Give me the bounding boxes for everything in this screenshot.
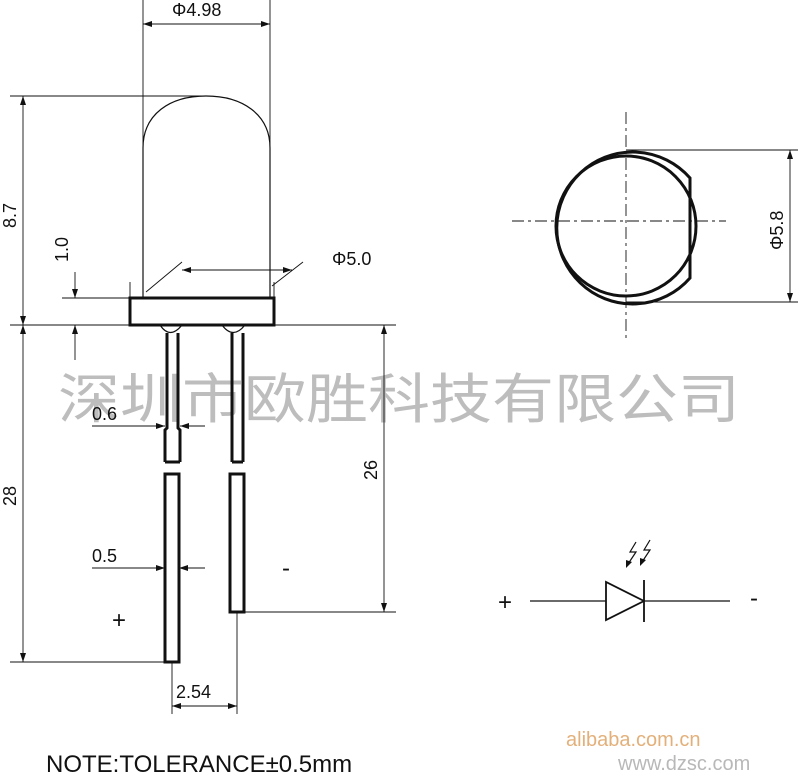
lens-diameter-label: Φ4.98: [172, 0, 221, 20]
emission-arrow-1: [627, 541, 638, 565]
dim-lead-length-short: 26: [244, 324, 396, 613]
dim-lead-width-top: 0.6: [92, 404, 205, 429]
schematic-plus-label: +: [498, 589, 512, 616]
right-lead-upper: [230, 333, 245, 464]
dim-lead-length-long: 28: [0, 325, 165, 663]
lead-width-bottom-label: 0.5: [92, 546, 117, 566]
led-top-view: Φ5.8: [512, 112, 798, 340]
flange-diameter-label: Φ5.0: [332, 249, 371, 269]
diode-triangle: [605, 580, 647, 622]
lead-entry-left: [159, 324, 183, 334]
led-lens-outline: [142, 95, 271, 298]
lead-entry-right: [221, 324, 246, 334]
tolerance-note: NOTE:TOLERANCE±0.5mm: [46, 751, 352, 778]
dim-total-height: 8.7: [0, 95, 206, 326]
lead-length-long-label: 28: [0, 486, 20, 506]
left-lead-lower: [163, 472, 181, 664]
lead-length-short-label: 26: [361, 460, 381, 480]
cathode-minus-label: -: [282, 555, 290, 582]
anode-plus-label: +: [112, 607, 126, 634]
total-height-label: 8.7: [0, 203, 20, 228]
dim-lens-diameter: Φ4.98: [142, 0, 271, 148]
emission-arrow-2: [641, 539, 652, 563]
schematic-minus-label: -: [750, 585, 758, 612]
dim-lead-spacing: 2.54: [171, 612, 238, 714]
left-lead-upper: [163, 333, 182, 464]
alibaba-watermark: alibaba.com.cn: [566, 729, 701, 751]
lead-spacing-label: 2.54: [176, 682, 211, 702]
led-body: [128, 95, 276, 334]
dim-flange-diameter: Φ5.0: [129, 249, 371, 298]
led-schematic-symbol: + -: [498, 539, 758, 622]
dim-lead-width-bottom: 0.5: [92, 546, 205, 571]
right-lead-lower: [228, 472, 246, 614]
top-view-diameter-label: Φ5.8: [767, 211, 787, 250]
dzsc-watermark: www.dzsc.com: [617, 753, 750, 775]
company-watermark: 深圳市欧胜科技有限公司: [58, 368, 740, 431]
flange-height-label: 1.0: [52, 237, 72, 262]
led-flange: [128, 296, 276, 327]
lead-width-top-label: 0.6: [92, 404, 117, 424]
dim-flange-height: 1.0: [52, 237, 130, 360]
